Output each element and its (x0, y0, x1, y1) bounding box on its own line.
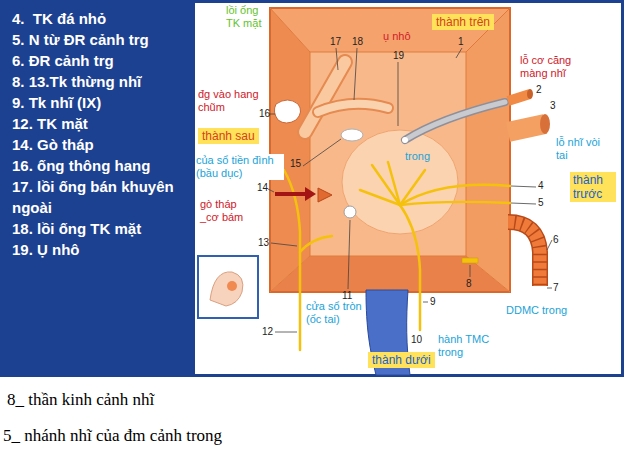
part-label: hành TMC trong (438, 333, 494, 359)
key-item: 8. 13.Tk thừng nhĩ (12, 71, 189, 92)
part-label: DDMC trong (506, 304, 567, 317)
wall-label: thành sau (198, 128, 259, 144)
callout-number: 18 (352, 36, 363, 48)
callout-number: 7 (553, 282, 559, 294)
callout-number: 16 (259, 108, 270, 120)
callout-number: 4 (538, 180, 544, 192)
callout-number: 13 (258, 237, 269, 249)
part-label: lỗ nhĩ vòi tai (556, 136, 602, 162)
part-label: của sổ tiền đình (bầu dục) (196, 154, 284, 180)
callout-number: 2 (536, 84, 542, 96)
callout-number: 12 (262, 326, 273, 338)
part-label: lồi ống TK mặt (226, 4, 274, 30)
wall-name: thành sau (202, 129, 255, 143)
part-label: ụ nhô (383, 30, 411, 43)
part-label: lỗ cơ căng màng nhĩ (520, 54, 592, 80)
callout-number: 10 (411, 334, 422, 346)
wall-label: thành dưới (368, 352, 435, 368)
key-item: 14. Gò tháp (12, 134, 189, 155)
wall-name: thành dưới (372, 353, 431, 367)
part-label: cửa sổ tròn (ốc tai) (306, 300, 368, 326)
wall-name: thành trên (436, 15, 490, 29)
wall-label: thành trên (432, 14, 494, 30)
key-item: 17. lồi ống bán khuyên ngoài (12, 176, 189, 218)
key-item: 9. Tk nhĩ (IX) (12, 92, 189, 113)
callout-number: 5 (538, 197, 544, 209)
note-line: 8_ thần kinh cảnh nhĩ (7, 390, 154, 410)
key-item: 18. lồi ống TK mặt (12, 218, 189, 239)
callout-number: 9 (430, 296, 436, 308)
key-item: 6. ĐR cảnh trg (12, 50, 189, 71)
callout-number: 14 (257, 182, 268, 194)
wall-name: thành trước (573, 173, 613, 201)
part-label: trong (405, 150, 430, 163)
callout-number: 19 (393, 50, 404, 62)
part-label: gò tháp _cơ bám (200, 198, 252, 224)
callout-number: 17 (330, 36, 341, 48)
callout-number: 3 (550, 100, 556, 112)
key-item: 19. Ụ nhô (12, 239, 189, 260)
key-panel: 4. TK đá nhỏ5. N từ ĐR cảnh trg6. ĐR cản… (0, 0, 195, 260)
callout-number: 15 (290, 158, 301, 170)
part-label: đg vào hang chũm (198, 88, 260, 114)
key-item: 5. N từ ĐR cảnh trg (12, 29, 189, 50)
callout-number: 1 (458, 36, 464, 48)
callout-number: 8 (466, 278, 472, 290)
callout-number: 6 (553, 234, 559, 246)
key-item: 16. ống thông hang (12, 155, 189, 176)
note-line: 5_ nhánh nhĩ của đm cảnh trong (3, 426, 222, 446)
key-item: 12. TK mặt (12, 113, 189, 134)
wall-label: thành trước (570, 172, 616, 202)
key-item: 4. TK đá nhỏ (12, 8, 189, 29)
